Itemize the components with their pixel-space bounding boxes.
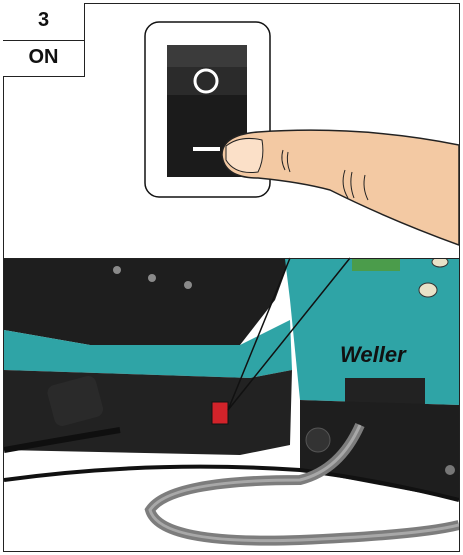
step-label: ON xyxy=(3,46,84,69)
step-divider xyxy=(3,40,84,41)
switch-closeup xyxy=(145,22,459,245)
step-indicator: 3 ON xyxy=(3,3,85,77)
panel-divider xyxy=(3,258,460,259)
socket xyxy=(445,465,455,475)
screw xyxy=(148,274,156,282)
screw xyxy=(113,266,121,274)
green-connector xyxy=(352,259,400,271)
brand-logo: Weller xyxy=(340,342,407,367)
rocker-highlight xyxy=(167,45,247,67)
round-button xyxy=(419,283,437,297)
left-unit-top xyxy=(4,259,290,345)
port xyxy=(345,378,425,404)
step-number: 3 xyxy=(3,9,84,32)
socket xyxy=(306,428,330,452)
screw xyxy=(184,281,192,289)
power-switch xyxy=(212,402,228,424)
soldering-station: Weller xyxy=(4,257,459,541)
